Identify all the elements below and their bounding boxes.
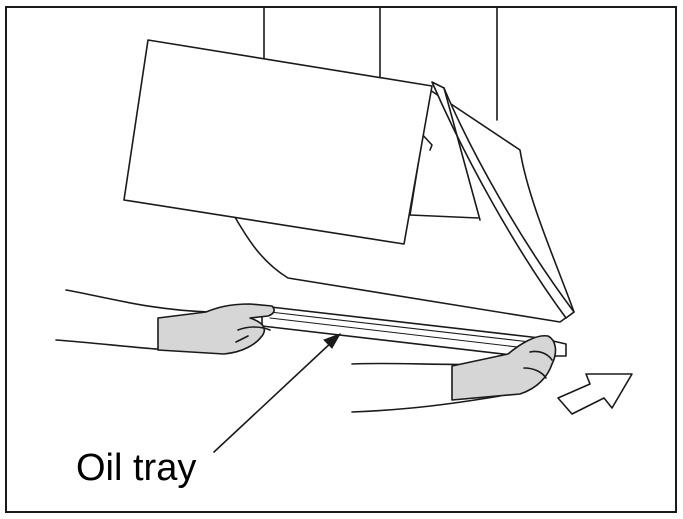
pull-direction-arrow-icon — [557, 373, 633, 415]
hood-side-panel — [431, 81, 575, 319]
hood-body — [231, 89, 575, 323]
callout-leader — [213, 333, 342, 453]
oil-tray-label: Oil tray — [76, 447, 196, 489]
glass-front-panel — [123, 39, 433, 245]
oil-tray — [261, 305, 567, 357]
right-hand — [351, 334, 557, 413]
left-hand — [55, 289, 275, 355]
